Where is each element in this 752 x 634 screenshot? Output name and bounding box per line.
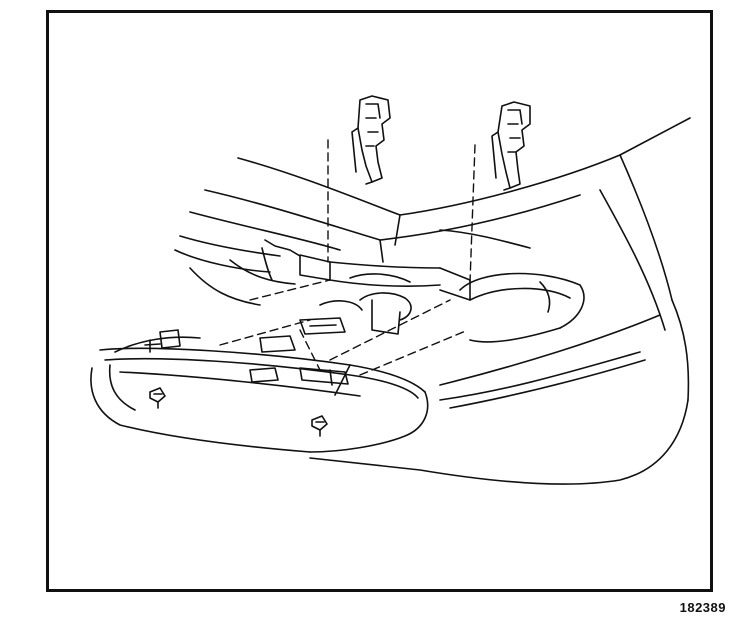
headlamp-assembly [90, 329, 429, 453]
alignment-lines [219, 139, 476, 376]
fastener-right [311, 415, 328, 437]
figure-frame [46, 10, 713, 592]
wheel-opening [459, 272, 585, 343]
hood-outline [189, 117, 691, 263]
radiator-support [174, 235, 471, 383]
fastener-left [149, 387, 166, 409]
retaining-clip-left [351, 95, 391, 185]
figure-number: 182389 [679, 600, 726, 615]
retaining-clip-right [491, 101, 531, 191]
fender-outline [309, 154, 690, 485]
